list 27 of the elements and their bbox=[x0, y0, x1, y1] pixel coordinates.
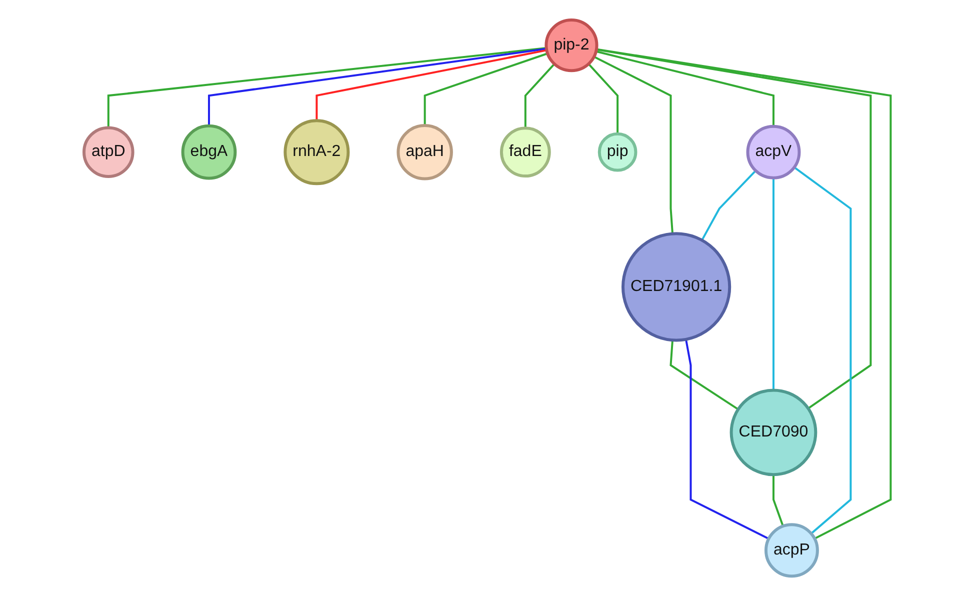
node-circle: pip bbox=[598, 132, 638, 172]
node-circle: CED71901.1 bbox=[622, 232, 732, 342]
connector bbox=[108, 47, 547, 128]
connector bbox=[524, 64, 556, 129]
connector bbox=[596, 50, 775, 127]
connector bbox=[588, 64, 619, 134]
connector bbox=[594, 56, 674, 234]
connector bbox=[772, 178, 775, 391]
connector bbox=[772, 475, 784, 527]
connector bbox=[208, 48, 547, 126]
node-circle: CED7090 bbox=[730, 389, 818, 477]
connector bbox=[596, 48, 892, 540]
node-circle: fadE bbox=[500, 127, 552, 178]
connector bbox=[596, 48, 872, 410]
node-circle: acpV bbox=[746, 125, 801, 180]
connector bbox=[701, 170, 757, 242]
node-circle: rnhA-2 bbox=[284, 120, 350, 186]
connector bbox=[794, 166, 852, 535]
connector bbox=[670, 340, 739, 411]
node-circle: ebgA bbox=[181, 124, 237, 180]
connector bbox=[316, 50, 548, 122]
node-circle: apaH bbox=[396, 124, 454, 181]
connector bbox=[685, 340, 770, 540]
connector bbox=[424, 53, 548, 126]
node-circle: pip-2 bbox=[544, 18, 598, 73]
node-circle: atpD bbox=[82, 126, 134, 178]
node-circle: acpP bbox=[764, 524, 820, 578]
